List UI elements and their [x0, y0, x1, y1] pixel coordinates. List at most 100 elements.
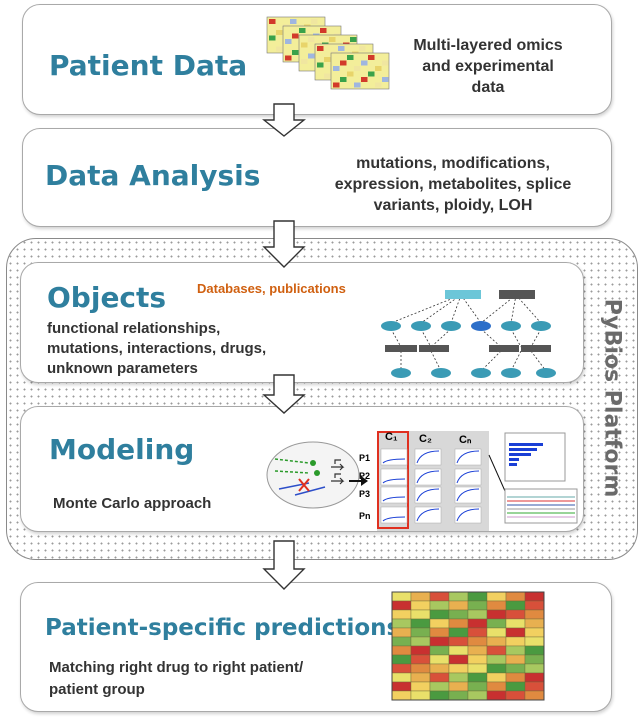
heatmap-cell — [486, 600, 507, 611]
heatmap-cell — [486, 663, 507, 674]
down-arrow-icon — [262, 540, 306, 590]
patient-data-description: Multi-layered omics and experimental dat… — [388, 35, 588, 98]
simulation-grid: C₁ C₂ Cₙ P1 P2 P3 Pn — [359, 427, 489, 531]
heatmap-cell — [467, 636, 488, 647]
down-arrow-icon — [262, 220, 306, 268]
simulation-curves — [380, 448, 482, 524]
desc-line: mutations, interactions, drugs, — [47, 340, 267, 357]
patient-data-box: Patient Data Multi-layered omics and exp… — [22, 4, 612, 115]
objects-description: functional relationships, mutations, int… — [47, 319, 377, 379]
heatmap-cell — [391, 627, 412, 638]
heatmap-cell — [524, 618, 545, 629]
result-panels — [488, 432, 578, 524]
heatmap-cell — [486, 636, 507, 647]
heatmap-cell — [410, 645, 431, 656]
heatmap-cell — [448, 636, 469, 647]
heatmap-cell — [391, 645, 412, 656]
heatmap-cell — [429, 672, 450, 683]
heatmap-cell — [486, 690, 507, 701]
heatmap-cell — [429, 591, 450, 602]
gene-box-icon — [499, 290, 535, 299]
heatmap-cell — [524, 609, 545, 620]
heatmap-cell — [524, 681, 545, 692]
heatmap-cell — [467, 672, 488, 683]
heatmap-cell — [467, 690, 488, 701]
heatmap-cell — [448, 645, 469, 656]
row-label: Pn — [359, 511, 371, 521]
heatmap-cell — [467, 681, 488, 692]
desc-line: functional relationships, — [47, 320, 221, 337]
heatmap-cell — [410, 618, 431, 629]
heatmap-cell — [391, 663, 412, 674]
heatmap-cell — [505, 690, 526, 701]
heatmap-cell — [448, 600, 469, 611]
heatmap-cell — [524, 636, 545, 647]
objects-box: Objects Databases, publications function… — [20, 262, 584, 383]
desc-line: and experimental — [422, 58, 554, 75]
heatmap-cell — [391, 618, 412, 629]
heatmap-cell — [486, 681, 507, 692]
heatmap-cell — [410, 681, 431, 692]
heatmap-cell — [524, 672, 545, 683]
heatmap-cell — [524, 690, 545, 701]
heatmap-cell — [410, 690, 431, 701]
heatmap-cell — [467, 645, 488, 656]
heatmap-cell — [410, 672, 431, 683]
heatmap-cell — [429, 690, 450, 701]
heatmap-cell — [429, 618, 450, 629]
prediction-heatmap — [391, 591, 545, 701]
protein-node-icon — [501, 321, 521, 331]
desc-line: unknown parameters — [47, 360, 198, 377]
heatmap-cell — [467, 600, 488, 611]
heatmap-cell — [505, 681, 526, 692]
heatmap-cell — [391, 654, 412, 665]
desc-line: Multi-layered omics — [413, 37, 563, 54]
protein-node-icon — [471, 368, 491, 378]
protein-node-icon — [531, 321, 551, 331]
modeling-box: Modeling Monte Carlo approach C₁ C₂ Cₙ P… — [20, 406, 584, 532]
column-header: C₁ — [385, 431, 398, 443]
heatmap-cell — [505, 600, 526, 611]
heatmap-cell — [391, 609, 412, 620]
heatmap-cell — [486, 645, 507, 656]
heatmap-cell — [448, 618, 469, 629]
protein-node-icon — [501, 368, 521, 378]
modeling-title: Modeling — [49, 433, 195, 466]
heatmap-cell — [505, 654, 526, 665]
modeling-subtitle: Monte Carlo approach — [53, 495, 212, 512]
objects-sources-label: Databases, publications — [197, 281, 346, 296]
heatmap-cell — [486, 618, 507, 629]
heatmap-cell — [486, 654, 507, 665]
heatmap-cell — [410, 663, 431, 674]
heatmap-cell — [505, 609, 526, 620]
protein-node-icon — [536, 368, 556, 378]
heatmap-cell — [486, 591, 507, 602]
heatmap-cell — [505, 627, 526, 638]
heatmap-cell — [429, 600, 450, 611]
heatmap-cell — [448, 591, 469, 602]
heatmap-cell — [391, 672, 412, 683]
heatmap-cell — [391, 600, 412, 611]
heatmap-cell — [448, 654, 469, 665]
heatmap-cell — [429, 627, 450, 638]
protein-node-icon — [411, 321, 431, 331]
heatmap-cell — [524, 663, 545, 674]
protein-node-icon — [441, 321, 461, 331]
arrow-right-icon — [349, 476, 368, 486]
heatmap-cell — [448, 663, 469, 674]
heatmap-cell — [467, 618, 488, 629]
predictions-box: Patient-specific predictions Matching ri… — [20, 582, 612, 712]
heatmap-cell — [448, 690, 469, 701]
desc-line: patient group — [49, 681, 145, 698]
heatmap-cell — [505, 663, 526, 674]
data-analysis-box: Data Analysis mutations, modifications, … — [22, 128, 612, 227]
omics-sheet — [330, 52, 390, 90]
heatmap-cell — [505, 672, 526, 683]
heatmap-cell — [391, 681, 412, 692]
heatmap-cell — [467, 663, 488, 674]
row-label: P2 — [359, 471, 371, 481]
gene-box-icon — [489, 345, 519, 352]
gene-box-icon — [521, 345, 551, 352]
heatmap-cell — [410, 600, 431, 611]
objects-title: Objects — [47, 281, 167, 314]
